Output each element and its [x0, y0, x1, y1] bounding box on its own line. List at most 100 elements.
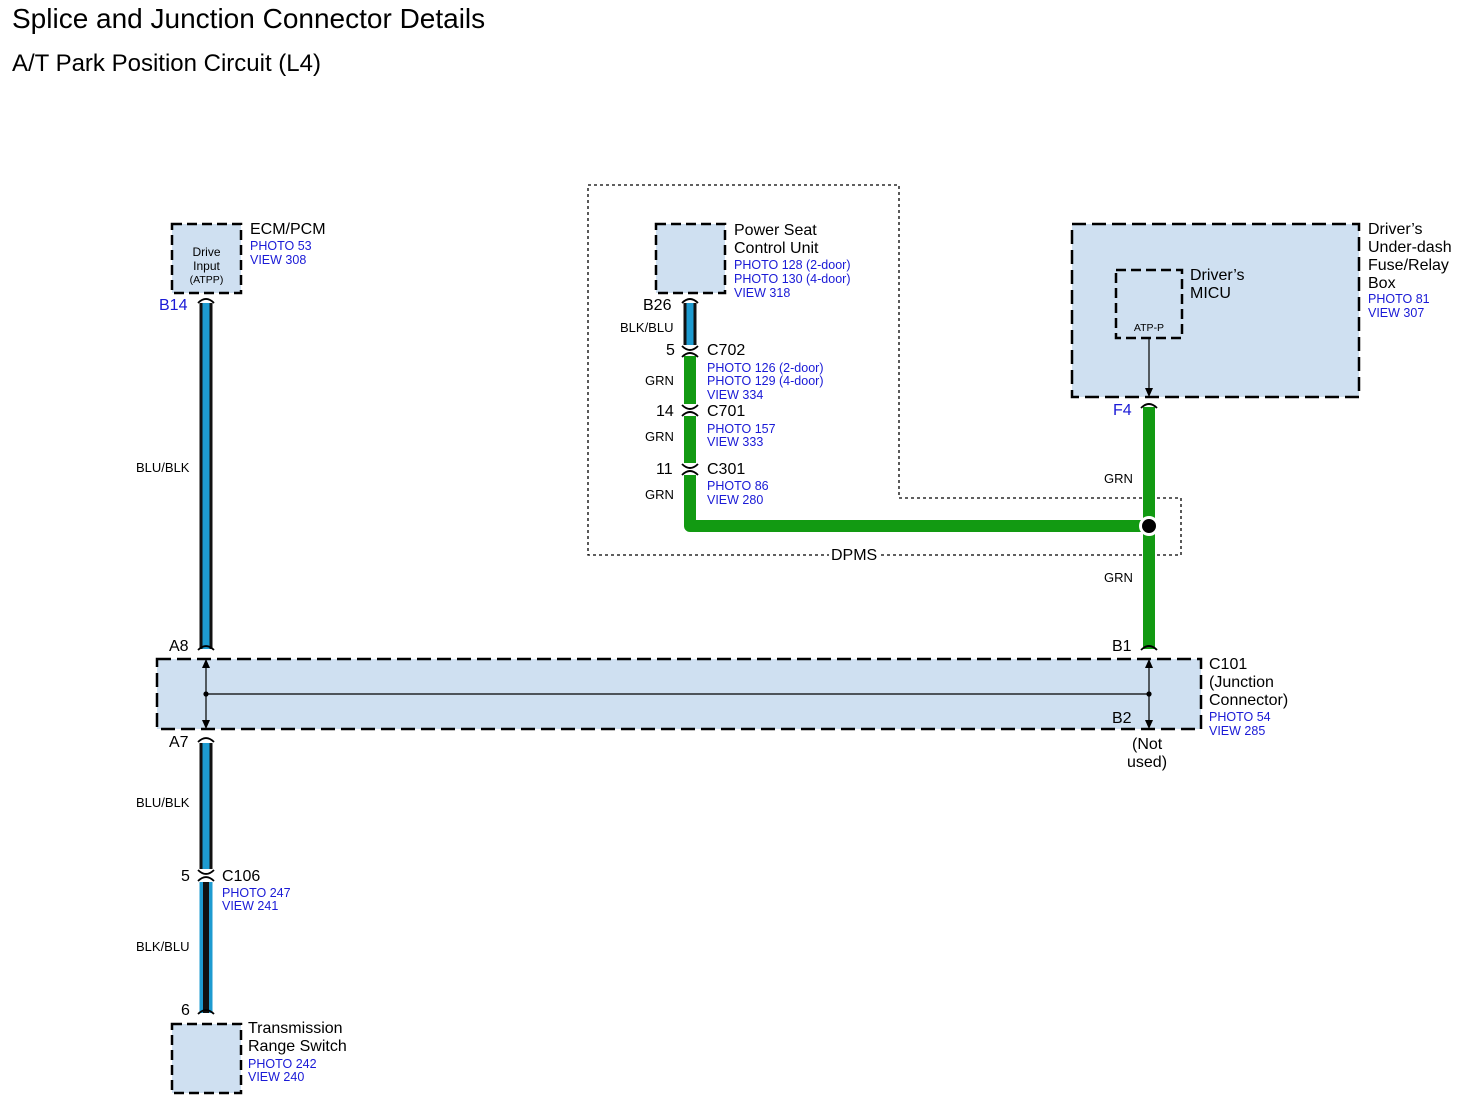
ecm-photo-link[interactable]: PHOTO 53 [250, 239, 312, 253]
ecm-inner-text: Drive Input (ATPP) [172, 245, 241, 287]
conn-6 [197, 1009, 215, 1015]
trs-box [170, 1022, 243, 1095]
conn-c301-bot [681, 470, 699, 476]
fuse-box-pin: F4 [1113, 402, 1132, 419]
dpms-label: DPMS [829, 547, 880, 565]
conn-b1 [1140, 645, 1158, 651]
conn-b14 [197, 298, 215, 304]
conn-b26 [681, 298, 699, 304]
junction-b1-arrowhead [1145, 659, 1153, 668]
ecm-view-link[interactable]: VIEW 308 [250, 253, 307, 267]
power-seat-name-line1: Power Seat [734, 222, 817, 239]
micu-inner-label: ATP-P [1133, 322, 1165, 334]
page-subtitle: A/T Park Position Circuit (L4) [12, 50, 321, 77]
wire-label-c701-c301: GRN [645, 429, 674, 444]
wire-c101-c106-stripe [202, 743, 210, 869]
c702-photo2-link[interactable]: PHOTO 129 (4-door) [707, 374, 824, 388]
wire-label-seat-c702: BLK/BLU [620, 320, 674, 335]
ecm-inner-line1: Drive [192, 245, 221, 259]
power-seat-photo1-link[interactable]: PHOTO 128 (2-door) [734, 258, 851, 272]
page-title: Splice and Junction Connector Details [12, 3, 486, 34]
junction-pin-a8: A8 [169, 638, 189, 655]
connector-symbols [197, 298, 1158, 1015]
c301-view-link[interactable]: VIEW 280 [707, 493, 764, 507]
c702-photo1-link[interactable]: PHOTO 126 (2-door) [707, 361, 824, 375]
wire-c106-trs-stripe [203, 882, 209, 1013]
power-seat-photo2-link[interactable]: PHOTO 130 (4-door) [734, 272, 851, 286]
wire-label-f4-splice: GRN [1104, 471, 1133, 486]
c106-pin: 5 [181, 868, 190, 885]
c301-name: C301 [707, 461, 746, 478]
wire-c702-c701 [684, 356, 696, 404]
splice-point [1139, 516, 1159, 536]
conn-c106-bot [197, 876, 215, 882]
c702-pin: 5 [666, 342, 675, 359]
junction-b2-note-line1: (Not [1132, 736, 1163, 753]
trs-photo-link[interactable]: PHOTO 242 [248, 1057, 317, 1071]
c106-photo-link[interactable]: PHOTO 247 [222, 886, 291, 900]
conn-c106-top [197, 869, 215, 875]
conn-c701-top [681, 404, 699, 410]
trs-pin: 6 [181, 1002, 190, 1019]
micu-name-line1: Driver’s [1190, 267, 1245, 284]
micu-box [1114, 268, 1184, 340]
junction-a8-arrowhead [202, 659, 210, 668]
junction-pin-b2: B2 [1112, 710, 1132, 727]
trs-view-link[interactable]: VIEW 240 [248, 1070, 305, 1084]
wire-label-c106-trs: BLK/BLU [136, 939, 190, 954]
conn-c702-bot [681, 352, 699, 358]
power-seat-view-link[interactable]: VIEW 318 [734, 286, 791, 300]
c301-photo-link[interactable]: PHOTO 86 [707, 479, 769, 493]
conn-c301-top [681, 463, 699, 469]
wire-seat-c702-stripe [686, 303, 694, 345]
junction-b2-arrowhead [1145, 720, 1153, 729]
junction-name-line3: Connector) [1209, 692, 1289, 709]
junction-name-line2: (Junction [1209, 674, 1274, 691]
junction-b2-note-line2: used) [1127, 754, 1168, 771]
wire-f4-splice [1143, 407, 1155, 526]
micu-name-line2: MICU [1190, 285, 1231, 302]
junction-right-node [1146, 691, 1152, 697]
wire-label-c101-c106: BLU/BLK [136, 795, 190, 810]
junction-a7-arrowhead [202, 720, 210, 729]
junction-photo-link[interactable]: PHOTO 54 [1209, 710, 1271, 724]
micu-arrowhead [1145, 388, 1153, 397]
power-seat-pin: B26 [643, 297, 672, 314]
c701-photo-link[interactable]: PHOTO 157 [707, 422, 776, 436]
fuse-box-name-line1: Driver’s [1368, 221, 1423, 238]
c702-name: C702 [707, 342, 746, 359]
fuse-box-view-link[interactable]: VIEW 307 [1368, 306, 1425, 320]
conn-a7 [197, 737, 215, 743]
fuse-box-name-line3: Fuse/Relay [1368, 257, 1449, 274]
junction-name-line1: C101 [1209, 656, 1248, 673]
c106-name: C106 [222, 868, 261, 885]
c106-view-link[interactable]: VIEW 241 [222, 899, 279, 913]
conn-c702-top [681, 345, 699, 351]
ecm-inner-line3: (ATPP) [189, 274, 224, 286]
dpms-boundary [587, 184, 1182, 556]
fuse-box-name-line4: Box [1368, 275, 1396, 292]
junction-left-node [203, 691, 209, 697]
c701-view-link[interactable]: VIEW 333 [707, 435, 764, 449]
c702-view-link[interactable]: VIEW 334 [707, 388, 764, 402]
ecm-pin: B14 [159, 297, 188, 314]
junction-pin-b1: B1 [1112, 638, 1132, 655]
junction-pin-a7: A7 [169, 734, 189, 751]
c301-pin: 11 [656, 461, 673, 478]
conn-c701-bot [681, 411, 699, 417]
ecm-inner-line2: Input [193, 259, 220, 273]
c701-pin: 14 [656, 403, 674, 420]
wire-ecm-c101-stripe [202, 303, 210, 649]
power-seat-box [654, 222, 727, 295]
junction-view-link[interactable]: VIEW 285 [1209, 724, 1266, 738]
wire-c701-c301 [684, 416, 696, 463]
fuse-box-photo-link[interactable]: PHOTO 81 [1368, 292, 1430, 306]
conn-f4 [1140, 403, 1158, 409]
conn-a8 [197, 645, 215, 651]
power-seat-name-line2: Control Unit [734, 240, 819, 257]
wire-label-c301-splice: GRN [645, 487, 674, 502]
fuse-box-name-line2: Under-dash [1368, 239, 1452, 256]
wire-label-ecm-c101: BLU/BLK [136, 460, 190, 475]
wire-label-splice-b1: GRN [1104, 570, 1133, 585]
